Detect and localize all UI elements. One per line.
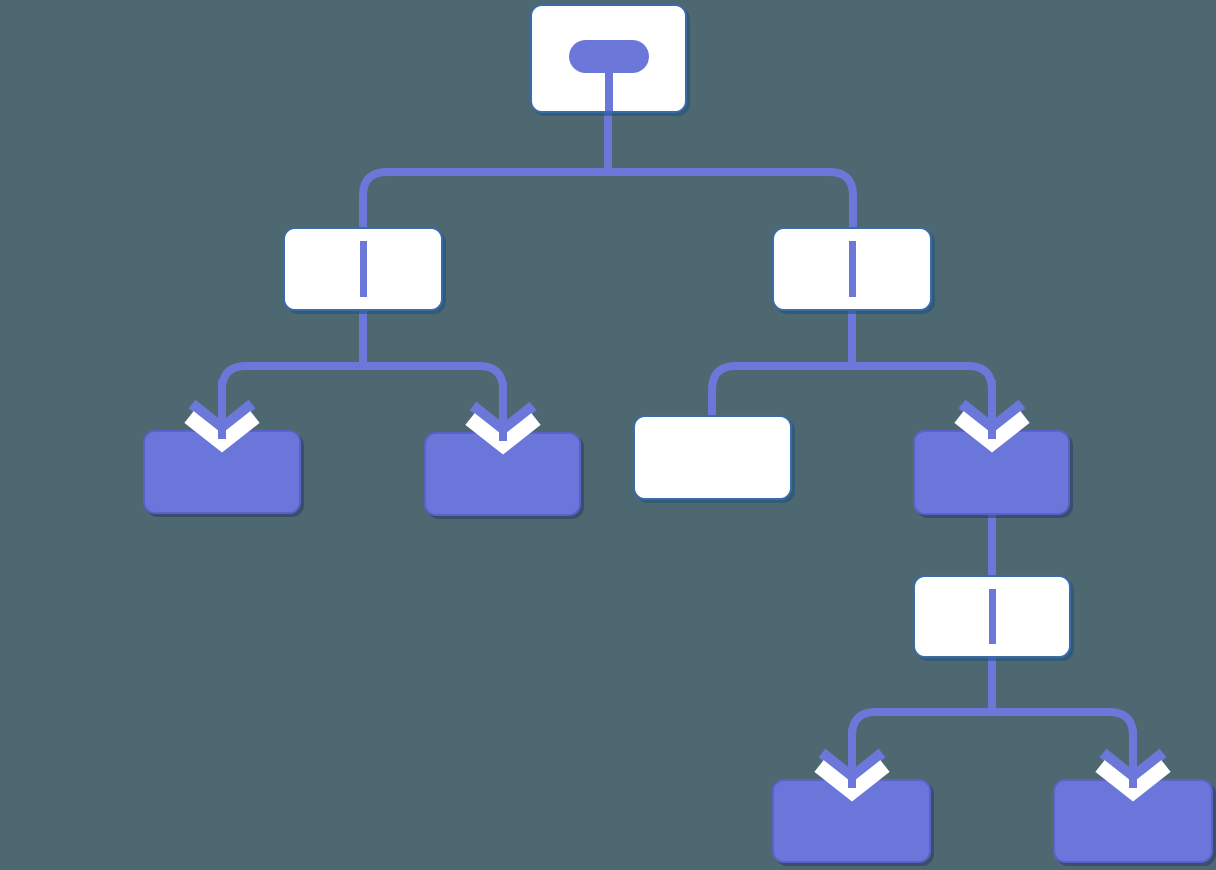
node-root[interactable] xyxy=(530,4,687,113)
node-branch-bottom[interactable] xyxy=(913,575,1071,658)
node-leaf-bottom-1[interactable] xyxy=(772,779,931,863)
node-node-right-drop[interactable] xyxy=(913,430,1070,515)
divider-line xyxy=(848,241,856,297)
node-leaf-bottom-2[interactable] xyxy=(1053,779,1213,863)
pill-stem-line xyxy=(604,64,613,111)
node-leaf-left-1[interactable] xyxy=(143,430,301,514)
node-node-right-plain[interactable] xyxy=(633,415,792,500)
node-leaf-left-2[interactable] xyxy=(424,432,581,516)
node-branch-right[interactable] xyxy=(772,227,932,311)
divider-line xyxy=(988,589,996,644)
divider-line xyxy=(359,241,367,297)
node-branch-left[interactable] xyxy=(283,227,443,311)
